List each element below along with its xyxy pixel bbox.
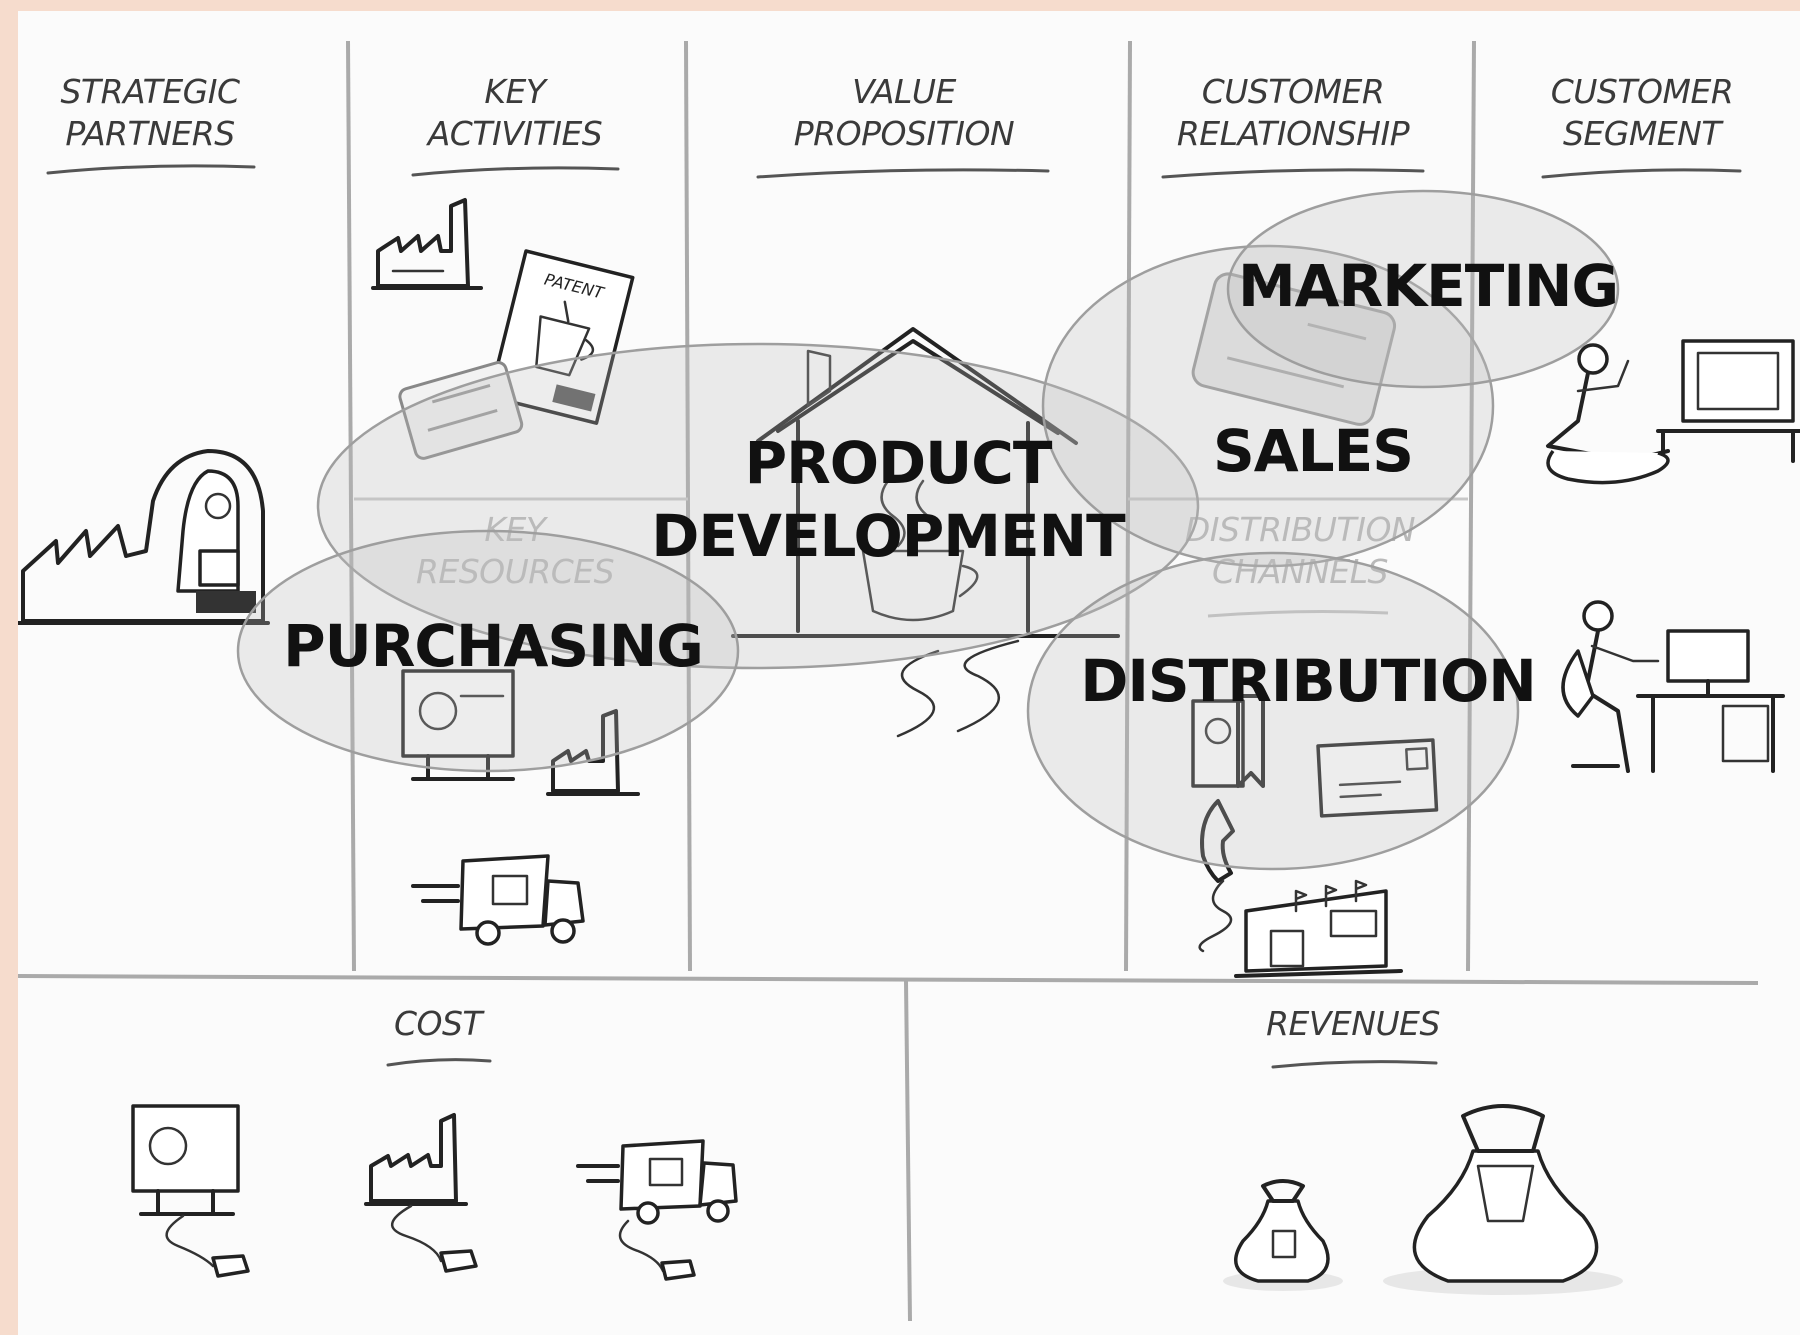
small-money-bag-icon (1223, 1179, 1343, 1291)
customer-segment-line2: SEGMENT (1563, 114, 1724, 153)
cost-label: COST (394, 1004, 485, 1043)
header-distribution-channels: DISTRIBUTION CHANNELS (1185, 510, 1416, 618)
revenues-underline (1271, 1060, 1438, 1069)
delivery-truck-cost-icon (576, 1139, 738, 1281)
storefront-icon (1234, 879, 1403, 978)
header-cost: COST (386, 1004, 492, 1067)
divider-partners-activities (346, 40, 356, 972)
header-revenues: REVENUES (1266, 1004, 1440, 1069)
revenues-label: REVENUES (1266, 1004, 1440, 1043)
divider-value-relationship (1124, 40, 1132, 972)
bookmark-flyer-icon (1191, 694, 1265, 788)
divider-activities-value (684, 40, 692, 972)
factory-icon (371, 198, 483, 290)
header-value-proposition: VALUE PROPOSITION (756, 72, 1050, 179)
billboard-icon (401, 669, 515, 781)
canvas-grid (18, 40, 1759, 1322)
divider-cost-revenue (904, 980, 912, 1322)
sales-cluster (1041, 244, 1495, 568)
header-key-resources: KEY RESOURCES (416, 510, 615, 591)
cluster-shapes (236, 189, 1620, 871)
header-key-activities: KEY ACTIVITIES (411, 72, 620, 177)
purchasing-cluster (236, 529, 740, 773)
customer-relationship-underline (1161, 168, 1425, 179)
distribution-channels-underline (1207, 610, 1389, 618)
product-label: PRODUCT (745, 429, 1053, 497)
key-resources-line1: KEY (484, 510, 548, 549)
loyalty-card-icon (1191, 272, 1397, 426)
distribution-label: DISTRIBUTION (1080, 647, 1536, 715)
house-coffee-cup-icon (731, 327, 1120, 738)
key-resources-line2: RESOURCES (416, 552, 614, 591)
value-proposition-line1: VALUE (852, 72, 956, 111)
business-model-canvas: STRATEGIC PARTNERS KEY ACTIVITIES VALUE … (18, 11, 1800, 1335)
postcard-icon (1316, 738, 1439, 818)
key-activities-line1: KEY (484, 72, 548, 111)
header-strategic-partners: STRATEGIC PARTNERS (46, 72, 256, 175)
purchasing-label: PURCHASING (283, 612, 703, 680)
distribution-cluster (1026, 551, 1520, 871)
large-money-bag-icon (1383, 1104, 1623, 1295)
strategic-partners-underline (46, 164, 256, 175)
cluster-labels: MARKETING SALES PRODUCT DEVELOPMENT PURC… (283, 252, 1619, 715)
distribution-channels-line1: DISTRIBUTION (1185, 510, 1415, 549)
header-customer-segment: CUSTOMER SEGMENT (1541, 72, 1742, 179)
delivery-truck-icon (411, 854, 585, 946)
header-customer-relationship: CUSTOMER RELATIONSHIP (1161, 72, 1425, 179)
patent-document-icon: PATENT (487, 249, 635, 425)
relaxing-customer-computer-icon (1546, 339, 1800, 485)
billboard-cost-icon (131, 1104, 250, 1278)
sales-label: SALES (1213, 417, 1413, 485)
desk-customer-computer-icon (1561, 600, 1785, 773)
customer-segment-line1: CUSTOMER (1551, 72, 1734, 111)
divider-cost-revenue-top (18, 974, 1759, 985)
marketing-cluster (1226, 189, 1620, 389)
canvas-drawing: STRATEGIC PARTNERS KEY ACTIVITIES VALUE … (18, 40, 1800, 1322)
telephone-icon (1198, 799, 1235, 953)
key-activities-line2: ACTIVITIES (426, 114, 603, 153)
customer-relationship-line2: RELATIONSHIP (1177, 114, 1410, 153)
business-card-icon (398, 361, 524, 460)
factory-cost-icon (364, 1113, 478, 1273)
development-label: DEVELOPMENT (651, 502, 1126, 570)
product-development-cluster (316, 342, 1200, 670)
customer-segment-underline (1541, 168, 1742, 179)
marketing-label: MARKETING (1238, 252, 1618, 320)
value-proposition-underline (756, 168, 1050, 179)
strategic-partners-line2: PARTNERS (65, 114, 234, 153)
cost-underline (386, 1058, 492, 1067)
divider-relationship-segment (1466, 40, 1476, 972)
value-proposition-line2: PROPOSITION (794, 114, 1014, 153)
espresso-machine-factory-icon (18, 449, 270, 625)
key-activities-underline (411, 166, 620, 177)
customer-relationship-line1: CUSTOMER (1202, 72, 1385, 111)
distribution-channels-line2: CHANNELS (1212, 552, 1388, 591)
strategic-partners-line1: STRATEGIC (60, 72, 240, 111)
